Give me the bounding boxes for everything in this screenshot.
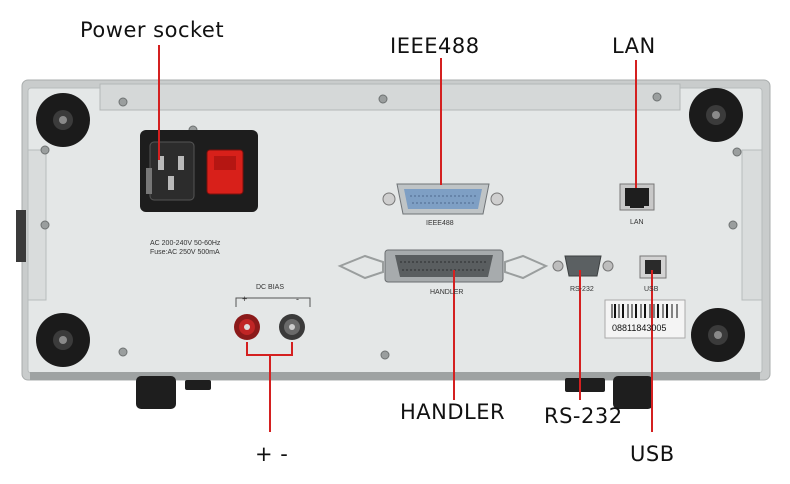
handler-label: HANDLER	[400, 400, 506, 424]
panel-handler-text: HANDLER	[430, 289, 464, 296]
bias-terminal-negative	[279, 314, 305, 340]
usb-port	[639, 255, 667, 279]
rs232-connector	[552, 255, 614, 277]
power-socket-module	[140, 130, 258, 212]
panel-usb-text: USB	[644, 286, 659, 293]
top-rail	[99, 83, 681, 111]
panel-fuse-rating-text: Fuse:AC 250V 500mA	[150, 249, 220, 256]
panel-ieee488-text: IEEE488	[426, 220, 454, 227]
ieee488-connector	[382, 183, 504, 215]
panel-lan-text: LAN	[630, 219, 644, 226]
rubber-foot-icon	[36, 88, 745, 367]
rs232-label: RS-232	[544, 404, 623, 428]
lan-port	[619, 183, 655, 211]
left-tab	[16, 210, 26, 262]
serial-number-text: 08811843005	[612, 323, 667, 333]
usb-label: USB	[630, 442, 675, 466]
callout-lines	[158, 45, 653, 432]
power-socket-label: Power socket	[80, 18, 225, 42]
bias-polarity-label: + -	[255, 442, 289, 466]
right-rail	[741, 149, 763, 301]
panel-dc-bias-text: DC BIAS	[256, 284, 285, 291]
panel-rs232-text: RS-232	[570, 286, 594, 293]
screw-icon	[40, 92, 742, 360]
panel-bias-plus-text: +	[242, 294, 248, 304]
bias-terminal-positive	[234, 314, 260, 340]
lan-label: LAN	[612, 34, 656, 58]
panel-bias-minus-text: -	[296, 294, 299, 304]
barcode-icon	[611, 304, 678, 318]
bottom-edge	[30, 372, 760, 380]
ieee488-label: IEEE488	[390, 34, 480, 58]
panel-ac-rating-text: AC 200-240V 50-60Hz	[150, 240, 221, 247]
handler-connector	[337, 249, 549, 283]
dc-bias-bracket	[235, 297, 311, 307]
bottom-stand-icon	[136, 376, 653, 409]
